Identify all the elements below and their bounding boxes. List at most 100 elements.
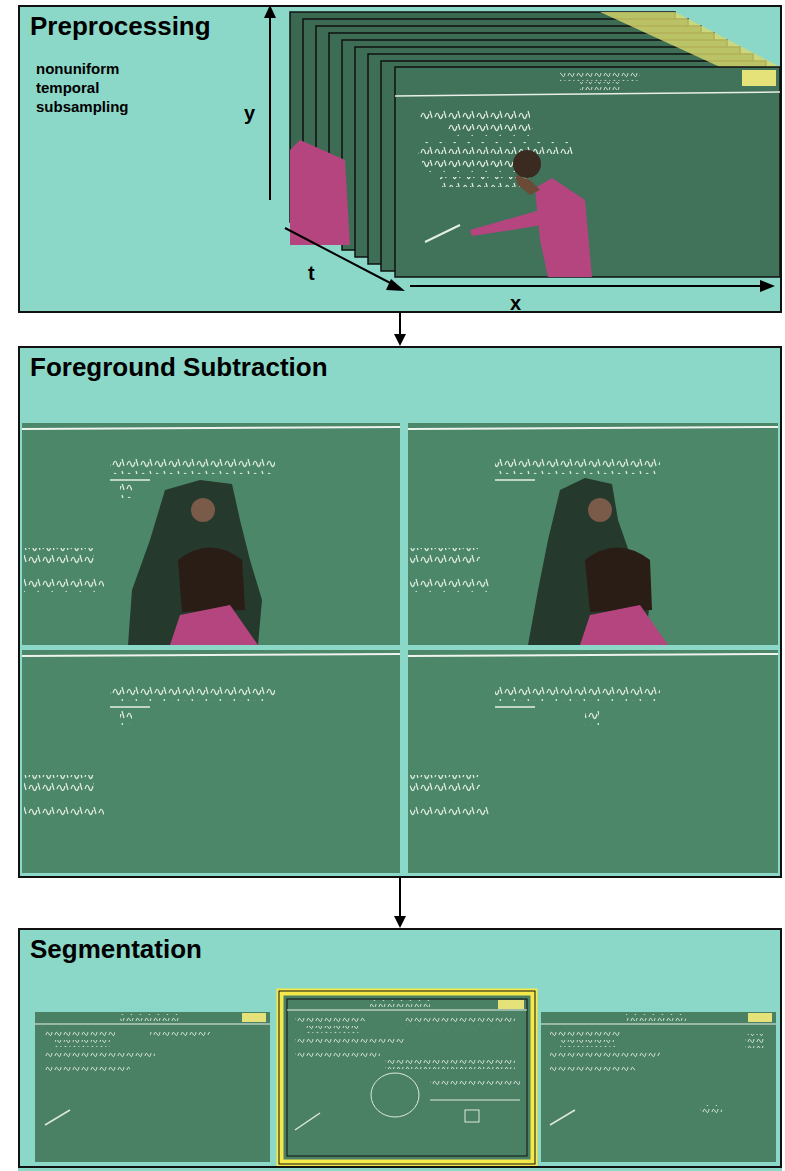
- video-frame-stack-rect: [422, 160, 517, 172]
- subtraction-frames-path: [170, 605, 258, 645]
- segmentation-thumbnails-rect: [626, 1014, 686, 1021]
- panel-grounds-rect: [18, 5, 782, 313]
- axis-label: x: [510, 292, 521, 314]
- segmentation-thumbnails-rect: [287, 999, 527, 1156]
- axis-label: y: [244, 102, 255, 124]
- segmentation-thumbnails-rect: [120, 1014, 180, 1021]
- video-frame-stack: [290, 12, 780, 277]
- video-frame-stack-rect: [560, 72, 640, 81]
- segmentation-thumbnails-rect: [295, 1016, 365, 1023]
- video-frame-stack-rect: [742, 70, 776, 86]
- flow-arrow: [394, 878, 406, 928]
- axis-label: t: [308, 262, 315, 284]
- video-frame-stack-circle: [513, 150, 541, 178]
- segmentation-thumbnails-rect: [295, 1050, 380, 1057]
- panel-grounds: [18, 5, 782, 1171]
- subtraction-frames-line: [495, 706, 535, 708]
- segmentation-thumbnails-rect: [280, 992, 534, 1163]
- segmentation-thumbnails-rect: [405, 1016, 515, 1025]
- flow-arrow: [394, 313, 406, 346]
- segmentation-thumbnails-rect: [550, 1030, 620, 1037]
- subtraction-frames-path: [585, 548, 652, 613]
- axes-line: [285, 228, 396, 286]
- axes-line: [410, 285, 760, 287]
- subtraction-frames-line: [408, 427, 778, 429]
- subtraction-frames-rect: [410, 803, 490, 819]
- video-frame-stack-rect: [418, 142, 573, 154]
- subtraction-frames-line: [408, 654, 778, 656]
- panel-grounds-rect: [18, 346, 782, 878]
- segmentation-thumbnails-rect: [550, 1052, 660, 1059]
- subtraction-frames-rect: [408, 423, 778, 645]
- video-frame-stack-path: [600, 12, 780, 67]
- video-frame-stack-line: [425, 225, 460, 242]
- segmentation-thumbnails-rect: [45, 1064, 130, 1071]
- subtraction-frames-rect: [24, 775, 94, 791]
- subtraction-frames-rect: [110, 685, 275, 701]
- segmentation-thumbnails-line: [287, 1010, 527, 1011]
- segmentation-thumbnails-line: [295, 1113, 320, 1130]
- segmentation-thumbnails-ellipse: [371, 1073, 419, 1117]
- segmentation-thumbnails-rect: [55, 1040, 110, 1047]
- segmentation-thumbnails-rect: [541, 1012, 776, 1162]
- segmentation-thumbnails-rect: [385, 1060, 515, 1069]
- panel-grounds-rect: [18, 928, 782, 1171]
- video-frame-stack-rect: [580, 82, 620, 90]
- subtraction-frames-rect: [24, 576, 104, 592]
- segmentation-thumbnails-line: [541, 1024, 776, 1025]
- subtraction-frames-path: [128, 480, 262, 645]
- subtraction-frames-rect: [410, 548, 480, 564]
- segmentation-thumbnails-rect: [242, 1013, 266, 1022]
- segmentation-thumbnails-rect: [45, 1052, 155, 1059]
- segmentation-thumbnails-line: [430, 1100, 520, 1101]
- stage-panel: Segmentation: [18, 928, 782, 1168]
- subtraction-frames-rect: [495, 685, 660, 701]
- subtraction-frames-rect: [24, 548, 94, 564]
- video-frame-stack-path: [535, 178, 592, 277]
- axes-polygon: [760, 280, 775, 292]
- axes-polygon: [386, 279, 405, 291]
- subtraction-frames-rect: [24, 803, 104, 819]
- subtraction-frames-rect: [110, 458, 275, 474]
- segmentation-thumbnails-line: [45, 1110, 70, 1125]
- video-frame-stack-path: [290, 140, 350, 245]
- segmentation-thumbnails-rect: [465, 1110, 479, 1122]
- stage-title: Preprocessing: [30, 11, 211, 41]
- segmentation-thumbnails-rect: [560, 1040, 615, 1047]
- arrow-head: [394, 334, 406, 346]
- video-frame-stack-path: [470, 210, 548, 236]
- segmentation-thumbnails-rect: [279, 991, 535, 1164]
- subtraction-frames-path: [580, 605, 668, 645]
- subtraction-frames-rect: [120, 711, 132, 725]
- stage-note: nonuniform temporal subsampling: [36, 59, 166, 116]
- axes: [264, 5, 775, 292]
- video-frame-stack-rect: [420, 108, 530, 120]
- segmentation-thumbnails-rect: [45, 1030, 115, 1037]
- segmentation-thumbnails-rect: [498, 1000, 524, 1009]
- segmentation-thumbnails-rect: [370, 1000, 430, 1007]
- stage-panel: Foreground Subtraction: [18, 346, 782, 878]
- segmentation-thumbnails-rect: [745, 1034, 765, 1048]
- stage-title: Segmentation: [30, 934, 202, 964]
- segmentation-thumbnails-rect: [305, 1026, 360, 1033]
- subtraction-frames-rect: [120, 484, 132, 498]
- stage-panel: Preprocessing nonuniform temporal subsamp…: [18, 5, 782, 313]
- segmentation-thumbnails-line: [35, 1024, 270, 1025]
- subtraction-frames-path: [178, 548, 245, 613]
- segmentation-thumbnails-rect: [550, 1064, 635, 1071]
- stage-title: Foreground Subtraction: [30, 352, 328, 382]
- arrow-line: [399, 313, 401, 336]
- subtraction-frames-rect: [22, 423, 400, 645]
- subtraction-frames-line: [22, 427, 400, 429]
- segmentation-thumbnails-rect: [430, 1078, 520, 1087]
- subtraction-frames-circle: [191, 498, 215, 522]
- subtraction-frames-rect: [410, 576, 490, 592]
- video-frame-stack-rect: [395, 67, 780, 277]
- video-frame-stack-line: [395, 92, 780, 96]
- segmentation-thumbnails-line: [550, 1110, 575, 1125]
- video-frame-stack-rect: [448, 124, 533, 136]
- arrow-head: [394, 916, 406, 928]
- segmentation-thumbnails-rect: [748, 1013, 772, 1022]
